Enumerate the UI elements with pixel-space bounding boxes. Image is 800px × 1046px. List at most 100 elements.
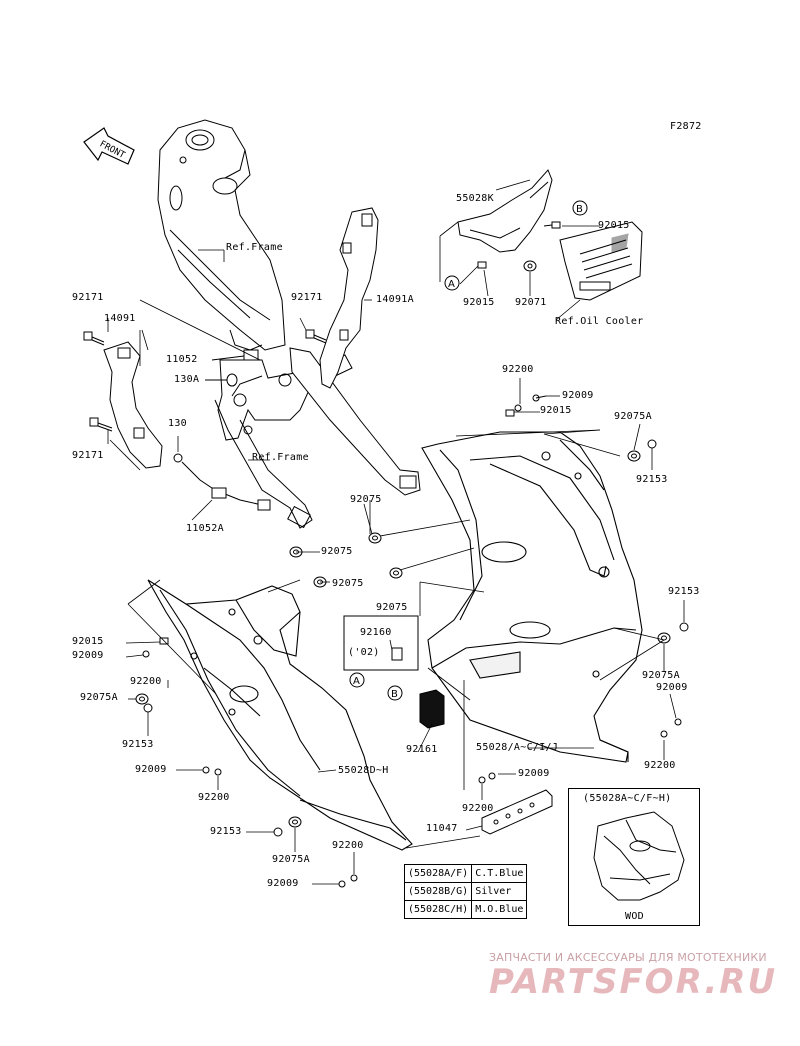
label-92160: 92160	[360, 627, 392, 638]
label-92075-d: 92075	[376, 602, 408, 613]
callout-b-top: B	[572, 200, 588, 216]
part-92160	[391, 647, 403, 661]
label-92075-b: 92075	[332, 578, 364, 589]
bolt-92171-b	[305, 329, 327, 344]
label-92153-top: 92153	[636, 474, 668, 485]
label-55028a: 55028/A~C/I/J	[476, 742, 559, 753]
label-92200-center: 92200	[462, 803, 494, 814]
bracket-14091a	[319, 207, 379, 389]
nut-92015-top	[505, 409, 515, 417]
label-92153-bottom: 92153	[210, 826, 242, 837]
label-92015-oc-b: 92015	[463, 297, 495, 308]
bolt-92015-oc-b	[477, 261, 487, 269]
bolt-92171-a	[83, 331, 105, 346]
front-arrow-icon: FRONT	[83, 127, 135, 165]
label-92071: 92071	[515, 297, 547, 308]
label-92075a-left: 92075A	[80, 692, 118, 703]
label-92075a-top: 92075A	[614, 411, 652, 422]
label-ref-frame-upper: Ref.Frame	[226, 242, 283, 253]
label-92075-a: 92075	[321, 546, 353, 557]
legend-color: Silver	[471, 882, 528, 901]
label-11047: 11047	[426, 823, 458, 834]
label-11052: 11052	[166, 354, 198, 365]
label-92200-left: 92200	[130, 676, 162, 687]
callout-b-mid: B	[387, 685, 403, 701]
bracket-11047	[481, 789, 553, 835]
legend-code: (55028C/H)	[403, 900, 473, 919]
label-92009-left2: 92009	[135, 764, 167, 775]
washer-92200-bottom	[350, 874, 358, 882]
svg-text:A: A	[353, 676, 360, 687]
watermark-brand[interactable]: PARTSFOR.RU	[489, 962, 778, 1002]
pad-92161	[419, 689, 445, 729]
bolt-92015-oc-a	[543, 221, 561, 229]
color-legend: (55028A/F) C.T.Blue (55028B/G) Silver (5…	[403, 864, 528, 919]
bracket-55028k	[457, 169, 553, 253]
wod-inset-caption: WOD	[625, 911, 644, 922]
part-130a	[205, 373, 238, 387]
label-55028d: 55028D~H	[338, 765, 389, 776]
label-130: 130	[168, 418, 187, 429]
svg-text:B: B	[576, 204, 583, 215]
washer-92071	[523, 260, 537, 272]
label-92200-left2: 92200	[198, 792, 230, 803]
label-92160-year: ('02)	[348, 647, 380, 658]
wod-inset: (55028A~C/F~H) WOD	[568, 788, 700, 926]
screw-92009-right	[674, 718, 682, 726]
label-92161: 92161	[406, 744, 438, 755]
legend-row: (55028A/F) C.T.Blue	[403, 864, 528, 883]
legend-code: (55028B/G)	[403, 882, 473, 901]
label-92015-left: 92015	[72, 636, 104, 647]
label-92075a-bottom: 92075A	[272, 854, 310, 865]
label-92200-top: 92200	[502, 364, 534, 375]
label-92009-right: 92009	[656, 682, 688, 693]
label-92075-c: 92075	[350, 494, 382, 505]
connector-11052	[211, 349, 259, 361]
label-92009-top: 92009	[562, 390, 594, 401]
label-92075a-right: 92075A	[642, 670, 680, 681]
bracket-14091	[103, 341, 163, 469]
washer-92200-left2	[214, 768, 222, 776]
label-55028k: 55028K	[456, 193, 494, 204]
label-92171-c: 92171	[72, 450, 104, 461]
screw-92009-bottom	[338, 880, 346, 888]
callout-a-top: A	[444, 275, 460, 291]
label-92009-bottom: 92009	[267, 878, 299, 889]
legend-color: M.O.Blue	[471, 900, 528, 919]
screw-92009-left	[142, 650, 150, 658]
grommet-92075a-right	[657, 632, 671, 644]
side-cowling-right	[421, 431, 643, 763]
wod-inset-drawing	[593, 811, 685, 901]
label-ref-frame-lower: Ref.Frame	[252, 452, 309, 463]
side-cowling-left	[147, 579, 413, 851]
grommet-92075a-left	[135, 693, 149, 705]
washer-92200-top	[514, 404, 522, 412]
screw-92153-bottom	[273, 827, 283, 837]
label-92015-top: 92015	[540, 405, 572, 416]
washer-92200-right	[660, 730, 668, 738]
legend-row: (55028C/H) M.O.Blue	[403, 900, 528, 919]
legend-row: (55028B/G) Silver	[403, 882, 528, 901]
ref-frame-upper	[157, 119, 286, 351]
legend-code: (55028A/F)	[403, 864, 473, 883]
grommet-92075-c	[368, 532, 382, 544]
legend-color: C.T.Blue	[471, 864, 528, 883]
label-92171-a: 92171	[72, 292, 104, 303]
label-14091a: 14091A	[376, 294, 414, 305]
screw-92153-right	[679, 622, 689, 632]
label-92171-b: 92171	[291, 292, 323, 303]
leader-lines	[107, 179, 685, 885]
screw-92153-left	[143, 703, 153, 713]
wod-inset-title: (55028A~C/F~H)	[583, 793, 672, 804]
watermark-subtitle: ЗАПЧАСТИ И АКСЕССУАРЫ ДЛЯ МОТОТЕХНИКИ	[489, 951, 767, 964]
part-92160-box	[343, 615, 419, 671]
bolt-92171-c	[89, 417, 113, 432]
screw-92009-center	[488, 772, 496, 780]
label-ref-oil-cooler: Ref.Oil Cooler	[555, 316, 644, 327]
grommet-92075-d	[389, 567, 403, 579]
part-130	[173, 453, 271, 511]
label-92009-left: 92009	[72, 650, 104, 661]
figure-code: F2872	[670, 121, 702, 132]
label-92009-center: 92009	[518, 768, 550, 779]
